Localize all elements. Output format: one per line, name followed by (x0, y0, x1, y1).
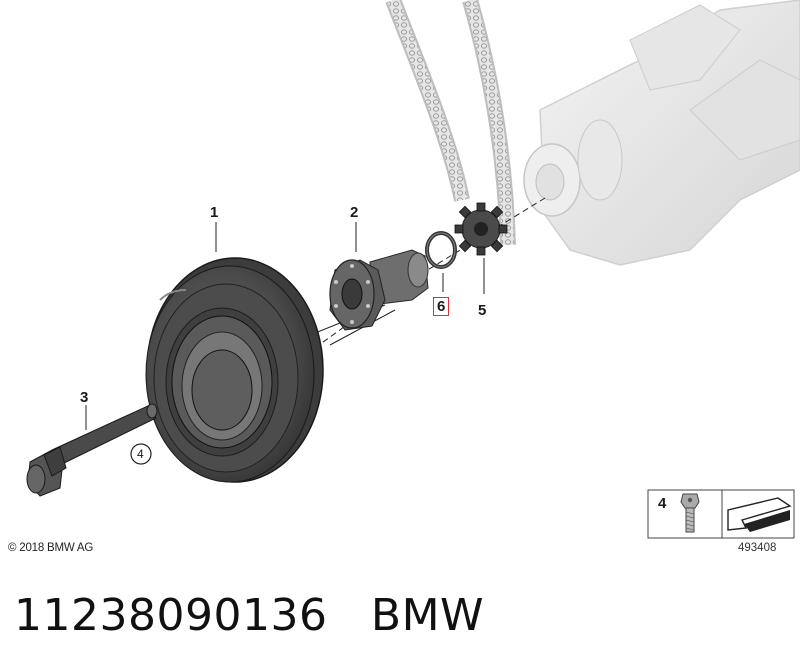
drawing-number: 493408 (738, 542, 777, 554)
leader-lines (85, 222, 485, 430)
part-number-footer: 11238090136 BMW (14, 590, 484, 641)
crankshaft-pulley (145, 257, 324, 483)
callout-2: 2 (350, 204, 359, 221)
part-number: 11238090136 (14, 590, 328, 641)
callout-4-circle (130, 443, 152, 465)
pulley-bolt (26, 403, 158, 497)
legend-item-number: 4 (658, 495, 667, 512)
crankshaft (523, 0, 800, 266)
callout-3: 3 (80, 389, 89, 406)
callout-6: 6 (433, 297, 450, 316)
copyright: © 2018 BMW AG (8, 542, 94, 554)
callout-1: 1 (210, 204, 219, 221)
bolt-icon (680, 493, 700, 533)
timing-chain (385, 0, 516, 246)
sprocket (454, 202, 508, 256)
callout-4: 4 (137, 447, 144, 461)
o-ring (425, 231, 457, 269)
legend-box (647, 489, 795, 539)
hub (329, 249, 429, 331)
brand-name: BMW (370, 590, 485, 641)
callout-5: 5 (478, 302, 487, 319)
replace-arrow-icon (727, 497, 792, 532)
